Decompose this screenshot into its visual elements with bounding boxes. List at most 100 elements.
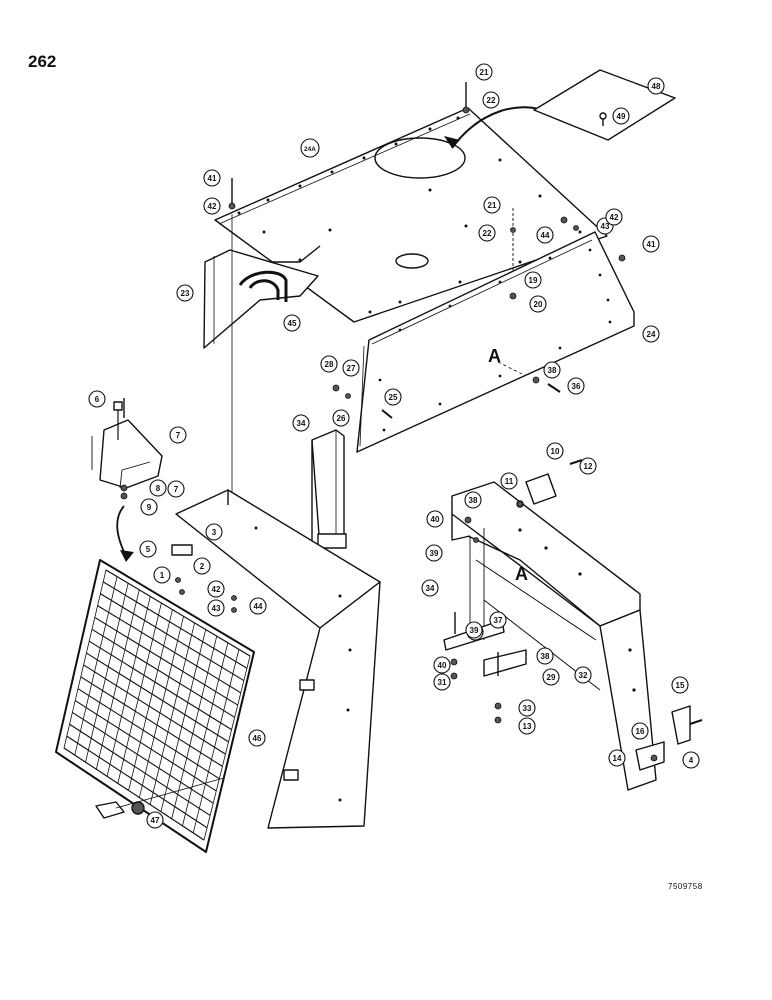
callout-label: 47 [151,816,160,825]
callout-label: 32 [579,671,588,680]
callout-32: 32 [574,666,592,684]
grille-slat [100,593,245,682]
callout-20: 20 [529,295,547,313]
callout-label: 39 [430,549,439,558]
callout-label: 9 [147,503,152,512]
callout-label: 24 [647,330,656,339]
callout-7: 7 [169,426,187,444]
callout-41: 41 [203,169,221,187]
callout-5: 5 [139,540,157,558]
callout-label: 21 [488,201,497,210]
callout-3: 3 [205,523,223,541]
callout-label: 1 [160,571,165,580]
left-side-panel [203,249,319,349]
callout-label: 40 [438,661,447,670]
callout-29: 29 [542,668,560,686]
callout-39: 39 [425,544,443,562]
callout-12: 12 [579,457,597,475]
callout-27: 27 [342,359,360,377]
grille-slat [69,723,211,816]
grille-slat [88,640,232,731]
grille-bar [74,576,118,756]
grille-arrow [116,505,127,557]
callout-label: 38 [548,366,557,375]
callout-34: 34 [421,579,439,597]
callout-25: 25 [384,388,402,406]
grille-slat [72,711,214,804]
grille-bar [117,602,162,784]
access-plate [533,69,676,141]
callout-label: 7 [176,431,181,440]
page-number: 262 [28,52,57,71]
callout-label: 10 [551,447,560,456]
callout-39: 39 [465,621,483,639]
callout-21: 21 [475,63,493,81]
callout-42: 42 [207,580,225,598]
callout-label: 37 [494,616,503,625]
callout-22: 22 [478,224,496,242]
callout-label: 43 [601,222,610,231]
callout-label: 39 [470,626,479,635]
callout-44: 44 [249,597,267,615]
callout-49: 49 [612,107,630,125]
callout-label: 41 [647,240,656,249]
callout-43: 43 [207,599,225,617]
grille-bar [106,596,151,777]
vertical-post-center [311,429,347,549]
callout-22: 22 [482,91,500,109]
callout-label: 42 [208,202,217,211]
grille-slat [97,605,242,694]
grille-bar [192,649,240,834]
callout-45: 45 [283,314,301,332]
callout-48: 48 [647,77,665,95]
callout-13: 13 [518,717,536,735]
grille-bar [171,636,218,819]
callout-34: 34 [292,414,310,432]
radiator-shroud [171,214,381,829]
callout-label: 38 [469,496,478,505]
callout-46: 46 [248,729,266,747]
grille-bar [149,622,196,805]
callout-28: 28 [320,355,338,373]
callout-14: 14 [608,749,626,767]
callout-label: 31 [438,678,447,687]
callout-36: 36 [567,377,585,395]
grille-slat [66,735,208,829]
grille-bar [95,589,140,770]
callout-label: 25 [389,393,398,402]
callout-7: 7 [167,480,185,498]
callout-label: 46 [253,734,262,743]
wing-nut [95,777,225,819]
callout-label: 20 [534,300,543,309]
callout-label: 8 [156,484,161,493]
callout-label: 11 [505,477,514,486]
grille-slat [91,628,235,718]
callout-23: 23 [176,284,194,302]
callout-19: 19 [524,271,542,289]
callout-label: 27 [347,364,356,373]
callout-2: 2 [193,557,211,575]
callout-8: 8 [149,479,167,497]
grille-slat [86,652,229,743]
callout-21: 21 [483,196,501,214]
callout-label: 44 [254,602,263,611]
callout-44: 44 [536,226,554,244]
callout-38: 38 [464,491,482,509]
grille-bar [160,629,207,812]
callout-33: 33 [518,699,536,717]
callout-label: 48 [652,82,661,91]
callout-label: 38 [541,652,550,661]
callout-24A: 24A [300,138,320,158]
callout-label: 15 [676,681,685,690]
figure-code: 7509758 [668,882,703,891]
callout-label: 13 [523,722,532,731]
callout-label: 41 [208,174,217,183]
callout-label: 42 [610,213,619,222]
callout-42: 42 [203,197,221,215]
callout-label: 42 [212,585,221,594]
callout-4: 4 [682,751,700,769]
callout-label: 14 [613,754,622,763]
